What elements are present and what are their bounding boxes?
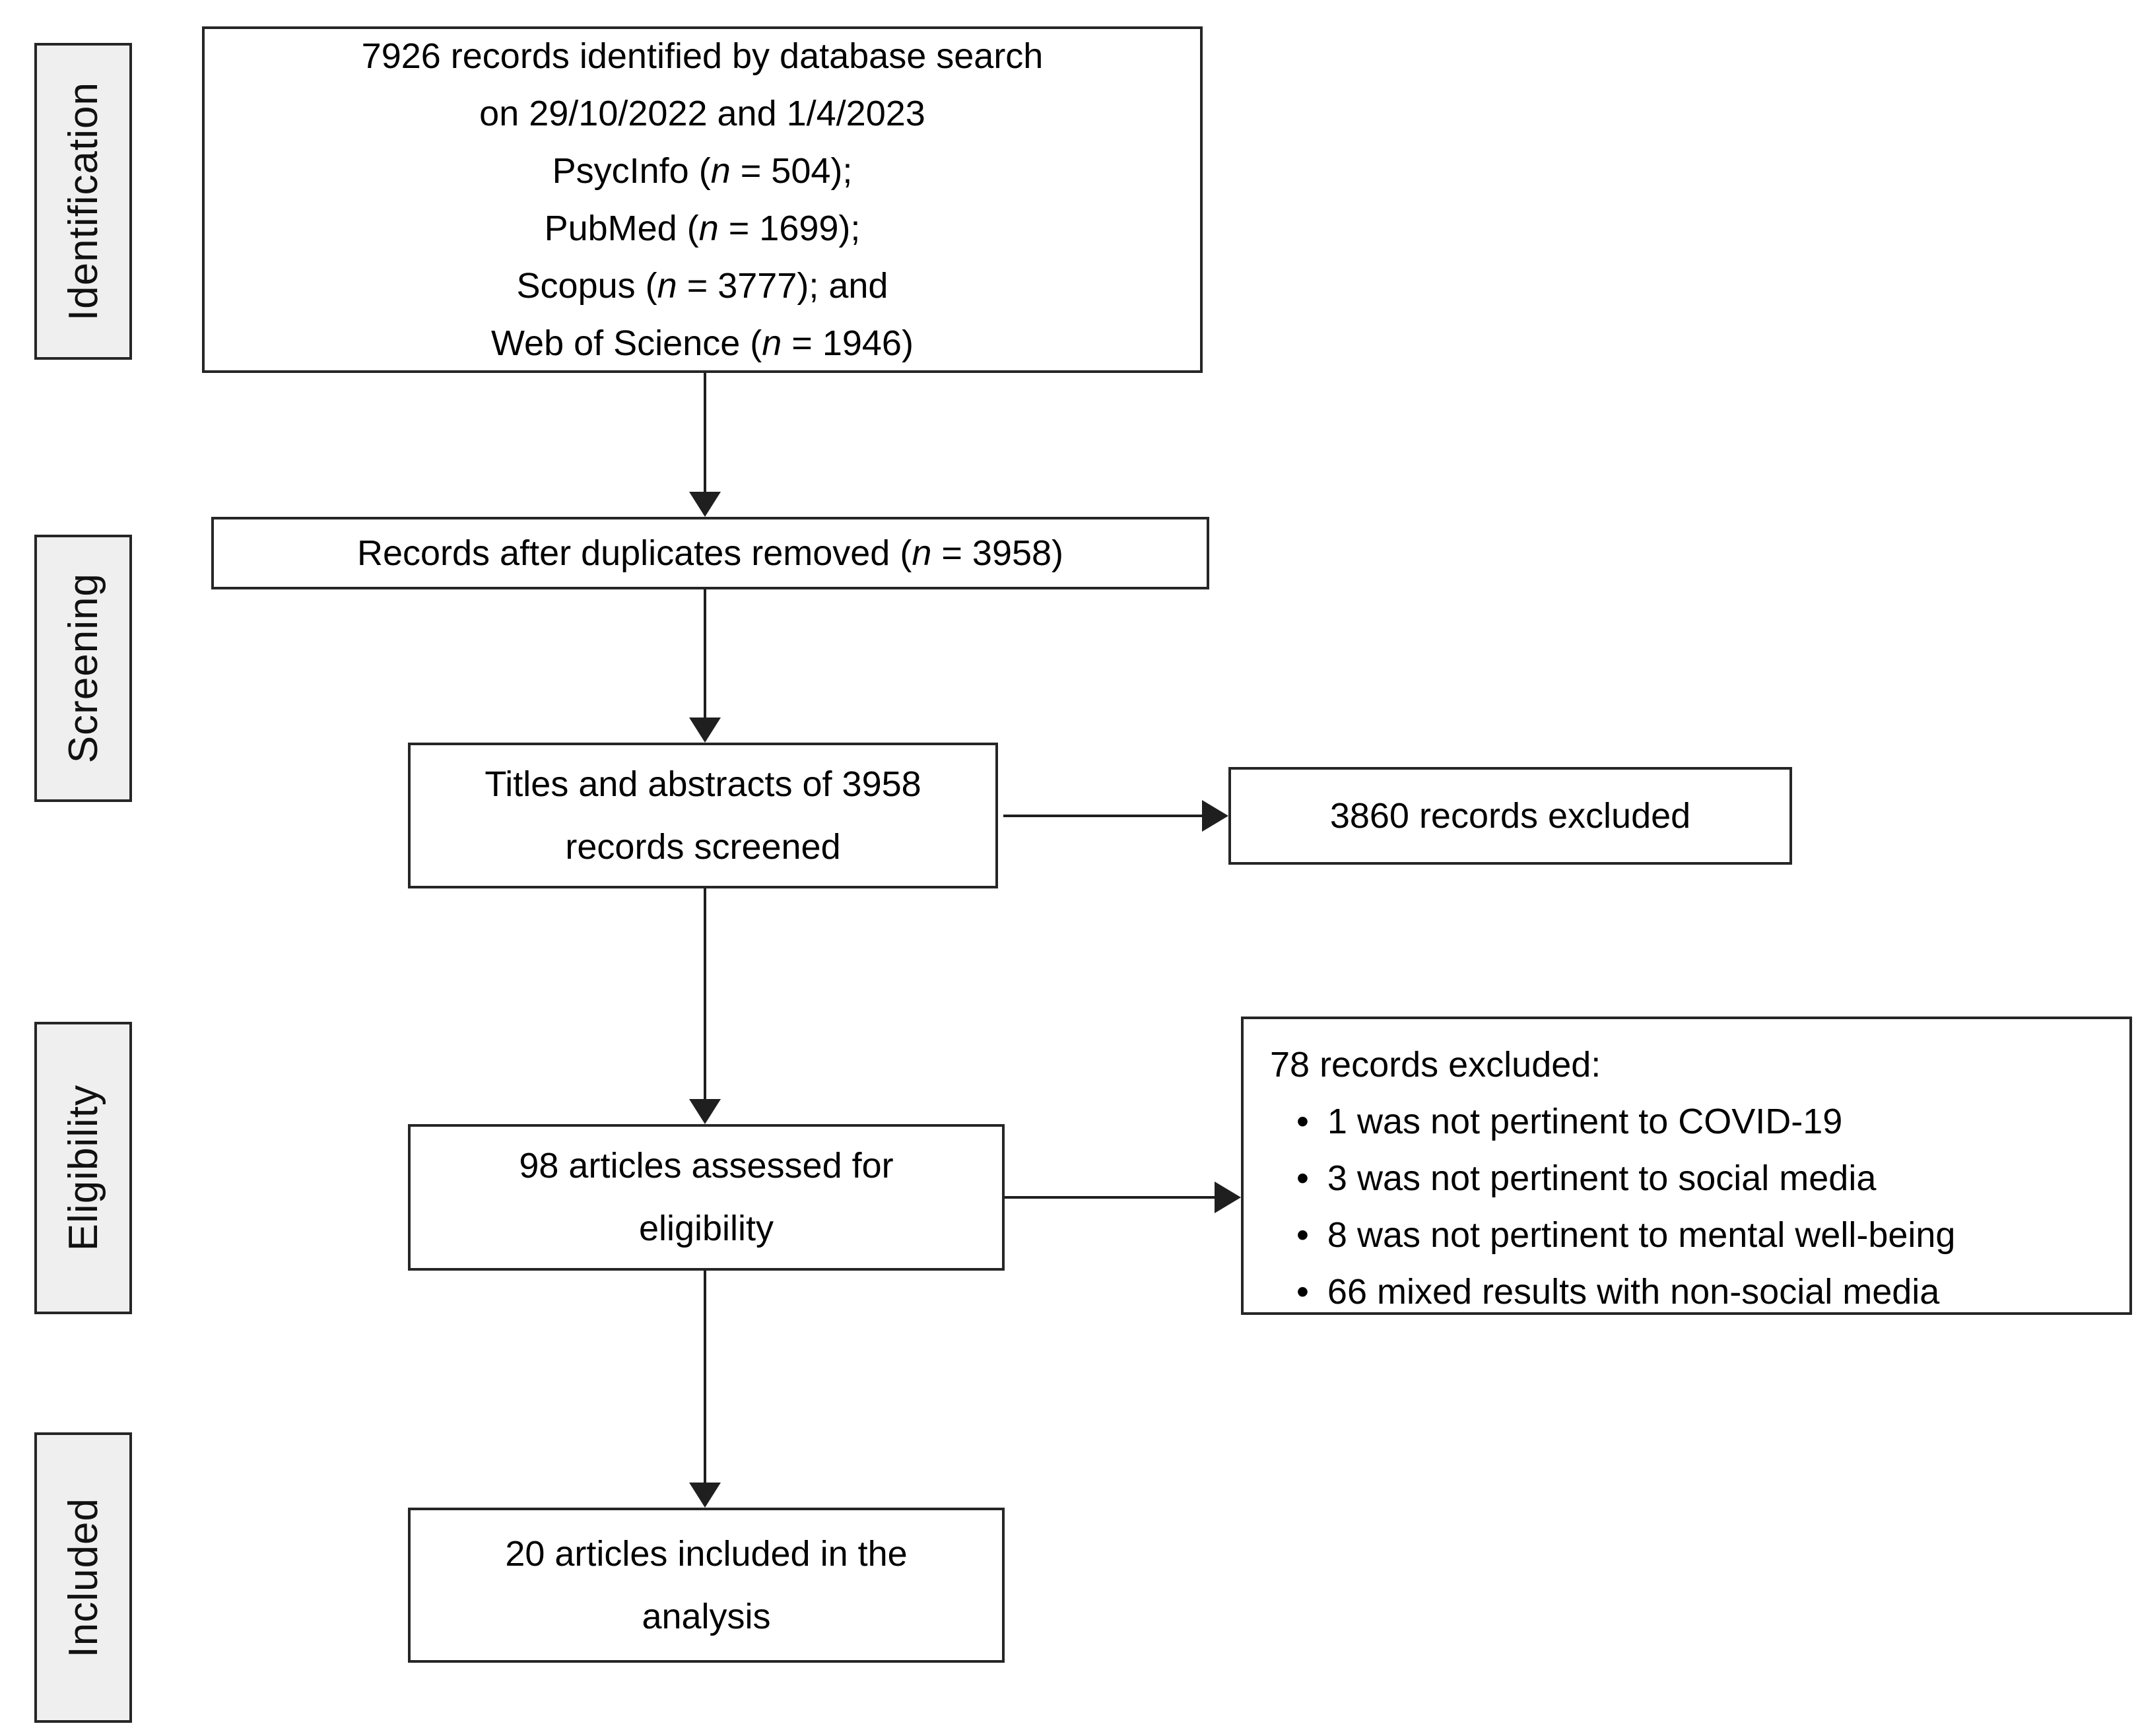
arrowhead-right-icon [1202,800,1228,832]
stage-label-included: Included [60,1497,106,1658]
stage-box-included: Included [34,1432,132,1723]
arrowhead-right-icon [1215,1182,1241,1213]
box-records-screened: Titles and abstracts of 3958 records scre… [408,743,998,888]
text-line: analysis [642,1596,771,1636]
bullet-text: 66 mixed results with non-social media [1327,1272,1940,1312]
bullet-icon: • [1296,1102,1309,1141]
excluded-bullet-item: • 3 was not pertinent to social media [1270,1150,1955,1207]
text-line: 98 articles assessed for [519,1146,894,1185]
text-line: Scopus (n = 3777); and [516,265,888,306]
stage-label-eligibility: Eligibility [60,1085,106,1252]
box-duplicates-removed-text: Records after duplicates removed (n = 39… [356,533,1064,573]
excluded-bullet-list: • 1 was not pertinent to COVID-19 • 3 was n… [1270,1093,1955,1320]
box-duplicates-removed: Records after duplicates removed (n = 39… [211,517,1209,589]
text-line: 20 articles included in the [505,1533,908,1574]
bullet-text: 3 was not pertinent to social media [1327,1158,1877,1198]
text-line: PsycInfo (n = 504); [552,150,853,191]
connector-dedup-to-screened [704,589,706,719]
box-records-excluded-screening-text: 3860 records excluded [1329,795,1691,836]
bullet-icon: • [1296,1215,1309,1255]
connector-assessed-to-excluded [1005,1196,1217,1199]
arrowhead-down-icon [689,1483,721,1508]
bullet-text: 8 was not pertinent to mental well-being [1327,1215,1956,1255]
connector-assessed-to-included [704,1271,706,1484]
arrowhead-down-icon [689,718,721,743]
excluded-bullet-item: • 66 mixed results with non-social media [1270,1263,1955,1320]
arrowhead-down-icon [689,1099,721,1124]
stage-box-screening: Screening [34,535,132,802]
excluded-bullet-item: • 1 was not pertinent to COVID-19 [1270,1093,1955,1150]
text-line: eligibility [638,1209,774,1248]
box-articles-assessed: 98 articles assessed for eligibility [408,1124,1005,1271]
box-records-identified: 7926 records identified by database sear… [202,26,1203,373]
text-line: records screened [565,826,841,867]
excluded-list-title: 78 records excluded: [1270,1045,1601,1085]
connector-screened-to-excluded [1003,815,1205,817]
bullet-text: 1 was not pertinent to COVID-19 [1327,1102,1843,1141]
stage-box-eligibility: Eligibility [34,1022,132,1314]
connector-screened-to-assessed [704,888,706,1100]
stage-box-identification: Identification [34,43,132,360]
box-records-excluded-eligibility: 78 records excluded: • 1 was not pertinen… [1241,1017,2132,1315]
bullet-icon: • [1296,1158,1309,1198]
box-records-excluded-screening: 3860 records excluded [1228,767,1792,865]
stage-label-identification: Identification [60,81,106,321]
text-line: PubMed (n = 1699); [544,208,861,248]
stage-label-screening: Screening [60,573,106,764]
bullet-icon: • [1296,1272,1309,1312]
connector-identified-to-dedup [704,373,706,494]
text-line: 7926 records identified by database sear… [361,36,1044,76]
text-line: on 29/10/2022 and 1/4/2023 [479,93,925,133]
box-articles-included: 20 articles included in the analysis [408,1508,1005,1663]
text-line: Web of Science (n = 1946) [491,323,914,363]
excluded-bullet-item: • 8 was not pertinent to mental well-bein… [1270,1207,1955,1263]
text-line: Titles and abstracts of 3958 [484,764,921,804]
arrowhead-down-icon [689,492,721,517]
